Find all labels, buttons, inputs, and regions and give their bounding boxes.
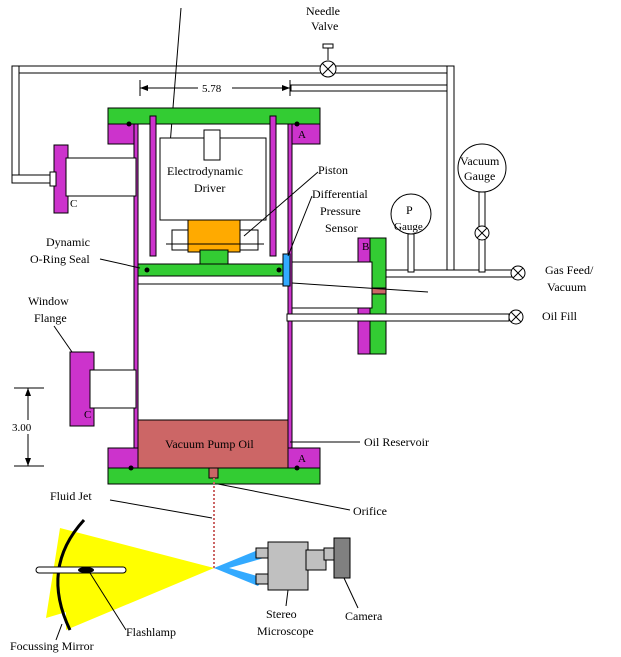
piston-plate — [137, 263, 289, 277]
p-gauge — [390, 193, 432, 273]
piston-block — [187, 219, 241, 253]
camera — [333, 537, 351, 579]
oil-text: Vacuum Pump Oil — [165, 437, 254, 451]
flashlamp — [35, 566, 127, 574]
oil-reservoir — [137, 419, 289, 469]
vacuum-gauge-label-2: Gauge — [464, 169, 495, 183]
p-gauge-label-2: Gauge — [394, 221, 423, 233]
gas-feed-label-1: Gas Feed/ — [545, 263, 594, 277]
beam-upper — [214, 550, 264, 570]
dimension-top-label: 5.78 — [202, 83, 222, 95]
oring-label-1: Dynamic — [46, 235, 90, 249]
orifice-label: Orifice — [353, 504, 387, 518]
needle-valve-label-2: Valve — [311, 19, 338, 33]
flange-c-bottom-label: C — [84, 409, 91, 421]
camera-label: Camera — [345, 609, 383, 623]
oil-reservoir-label: Oil Reservoir — [364, 435, 429, 449]
top-flange — [107, 107, 321, 125]
orifice — [208, 467, 219, 479]
beam-lower — [214, 566, 264, 586]
oil-fill-label: Oil Fill — [542, 309, 578, 323]
stereo-microscope — [255, 541, 337, 591]
diff-label-1: Differential — [312, 187, 368, 201]
window-flange-bottom — [69, 351, 137, 427]
mirror-label: Focussing Mirror — [10, 639, 94, 653]
oring-label-2: O-Ring Seal — [30, 252, 90, 266]
chamber — [107, 107, 321, 485]
flange-c-top-label: C — [70, 198, 77, 210]
window-label-2: Flange — [34, 311, 67, 325]
vacuum-gauge-label-1: Vacuum — [460, 154, 500, 168]
flashlamp-label: Flashlamp — [126, 625, 176, 639]
needle-valve-label-1: Needle — [306, 4, 340, 18]
needle-valve-loop — [11, 65, 455, 277]
driver-label-2: Driver — [194, 181, 225, 195]
window-label-1: Window — [28, 294, 69, 308]
window-flange-top — [49, 144, 137, 214]
driver-label-1: Electrodynamic — [167, 164, 243, 178]
p-gauge-label-1: P — [406, 203, 413, 217]
dimension-left-label: 3.00 — [12, 422, 32, 434]
differential-pressure-sensor — [282, 253, 291, 287]
gas-feed-label-2: Vacuum — [547, 280, 587, 294]
diff-label-2: Pressure — [320, 204, 361, 218]
flange-a-bottom-label: A — [298, 453, 306, 465]
stereo-label-1: Stereo — [266, 607, 297, 621]
oil-fill-valve-icon — [508, 309, 524, 325]
flange-b-label: B — [362, 241, 369, 253]
diff-label-3: Sensor — [325, 221, 358, 235]
flange-a-top-label: A — [298, 129, 306, 141]
piston-label: Piston — [318, 163, 348, 177]
stereo-label-2: Microscope — [257, 624, 314, 638]
vacuum-gauge — [457, 143, 507, 273]
port-b — [286, 237, 513, 355]
needle-valve-icon — [319, 43, 337, 78]
gas-feed-valve-icon — [510, 265, 526, 281]
fluid-jet-label: Fluid Jet — [50, 489, 92, 503]
